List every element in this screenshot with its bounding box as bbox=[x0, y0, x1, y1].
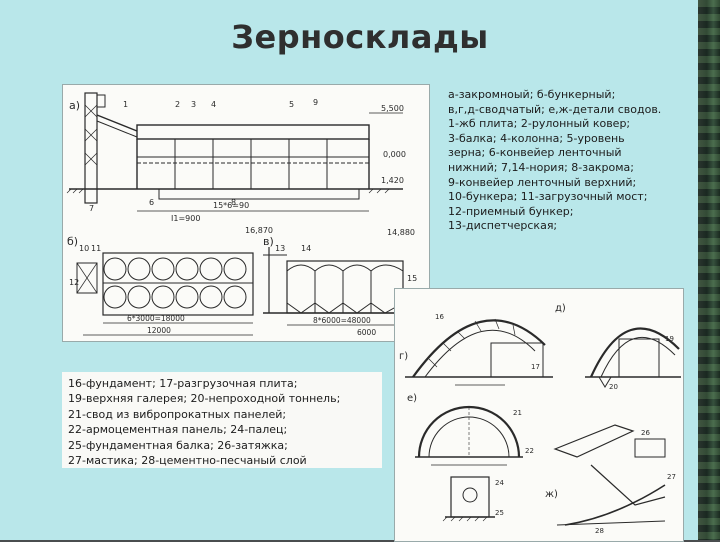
dim-top-1: 15*6=90 bbox=[213, 201, 249, 210]
detail-zh-panel bbox=[553, 424, 635, 458]
dim-top-2: I1=900 bbox=[171, 214, 200, 223]
callout-right-27: 27 bbox=[667, 473, 676, 481]
detail-foundation bbox=[450, 476, 490, 518]
drawing-arched-warehouses: г) д) е) ж) bbox=[394, 288, 684, 542]
callout-top-4: 4 bbox=[211, 100, 216, 109]
callout-top-6: 6 bbox=[149, 198, 154, 207]
drawing-arched-warehouses-svg: г) д) е) ж) bbox=[399, 303, 681, 535]
callout-top-2: 2 bbox=[175, 100, 180, 109]
bunker-plan bbox=[102, 252, 254, 316]
callout-top-5: 5 bbox=[289, 100, 294, 109]
legend-line: 12-приемный бункер; bbox=[448, 204, 574, 218]
legend-line: нижний; 7,14-нория; 8-закрома; bbox=[448, 160, 634, 174]
callout-right-28: 28 bbox=[595, 527, 604, 535]
callout-top-1: 1 bbox=[123, 100, 128, 109]
callout-top-3: 3 bbox=[191, 100, 196, 109]
legend-line: 1-жб плита; 2-рулонный ковер; bbox=[448, 117, 631, 131]
dim-bottom-4: 12000 bbox=[147, 326, 171, 335]
callout-right-21: 21 bbox=[513, 409, 522, 417]
callout-right-20: 20 bbox=[609, 383, 618, 391]
label-a: а) bbox=[69, 99, 80, 112]
legend-line: в,г,д-сводчатый; е,ж-детали сводов. bbox=[448, 102, 662, 116]
dim-bottom-3: 6000 bbox=[357, 328, 376, 337]
callout-right-16: 16 bbox=[435, 313, 444, 321]
drawing-warehouse-sections: а) 5,500 0,000 bbox=[62, 84, 430, 342]
label-zh: ж) bbox=[545, 489, 558, 500]
legend-line: 13-диспетчерская; bbox=[448, 219, 558, 233]
right-bar-glow bbox=[698, 0, 720, 540]
inclined-gallery bbox=[96, 114, 138, 132]
label-v: в) bbox=[263, 235, 274, 248]
caption-text: 16-фундамент; 17-разгрузочная плита; 19-… bbox=[62, 372, 382, 468]
callout-top-7: 7 bbox=[89, 204, 94, 213]
callout-bottom-15: 15 bbox=[407, 274, 417, 283]
callout-bottom-10: 10 bbox=[79, 244, 89, 253]
arch-d bbox=[589, 327, 680, 378]
elev-top-2: 0,000 bbox=[383, 150, 406, 159]
callout-top-8: 8 bbox=[231, 198, 236, 207]
caption-line: 19-верхняя галерея; 20-непроходной тонне… bbox=[68, 392, 341, 406]
elev-top-3: 1,420 bbox=[381, 176, 404, 185]
upper-gallery bbox=[136, 124, 370, 140]
slide-title: Зерносклады bbox=[231, 18, 489, 56]
label-g: г) bbox=[399, 351, 408, 362]
callout-bottom-11: 11 bbox=[91, 244, 101, 253]
label-d: д) bbox=[555, 303, 566, 314]
label-e: е) bbox=[407, 393, 417, 404]
callout-right-25: 25 bbox=[495, 509, 504, 517]
right-decorative-bar bbox=[698, 0, 720, 540]
arch-g-room bbox=[490, 342, 544, 378]
callout-right-26: 26 bbox=[641, 429, 650, 437]
elev-top-1: 5,500 bbox=[381, 104, 404, 113]
caption-line: 16-фундамент; 17-разгрузочная плита; bbox=[68, 377, 298, 390]
arch-g bbox=[412, 319, 546, 378]
callout-bottom-13: 13 bbox=[275, 244, 285, 253]
legend-line: 3-балка; 4-колонна; 5-уровень bbox=[448, 131, 625, 145]
nory-tower bbox=[84, 92, 98, 204]
label-b: б) bbox=[67, 235, 78, 248]
callout-top-9: 9 bbox=[313, 98, 318, 107]
caption-line: 27-мастика; 28-цементно-песчаный слой bbox=[68, 454, 307, 468]
legend-text: а-закромноый; б-бункерный; в,г,д-сводчат… bbox=[448, 88, 713, 234]
caption-line: 25-фундаментная балка; 26-затяжка; bbox=[68, 438, 288, 452]
callout-bottom-14: 14 bbox=[301, 244, 311, 253]
caption-line: 22-армоцементная панель; 24-палец; bbox=[68, 423, 288, 437]
callout-right-24: 24 bbox=[495, 479, 504, 487]
callout-right-19: 19 bbox=[665, 335, 674, 343]
elev-bottom-1: 16,870 bbox=[245, 226, 273, 235]
callout-right-17: 17 bbox=[531, 363, 540, 371]
legend-line: зерна; 6-конвейер ленточный bbox=[448, 146, 622, 160]
callout-right-22: 22 bbox=[525, 447, 534, 455]
drawing-warehouse-sections-svg: а) 5,500 0,000 bbox=[66, 92, 417, 337]
legend-line: 9-конвейер ленточный верхний; bbox=[448, 175, 637, 189]
dim-bottom-1: 6*3000=18000 bbox=[127, 314, 185, 323]
dim-bottom-2: 8*6000=48000 bbox=[313, 316, 371, 325]
legend-line: 10-бункера; 11-загрузочный мост; bbox=[448, 190, 648, 204]
bottom-tunnel bbox=[158, 188, 360, 200]
legend-line: а-закромноый; б-бункерный; bbox=[448, 88, 616, 101]
caption-line: 21-свод из вибропрокатных панелей; bbox=[68, 407, 287, 421]
elev-bottom-2: 14,880 bbox=[387, 228, 415, 237]
callout-bottom-12: 12 bbox=[69, 278, 79, 287]
